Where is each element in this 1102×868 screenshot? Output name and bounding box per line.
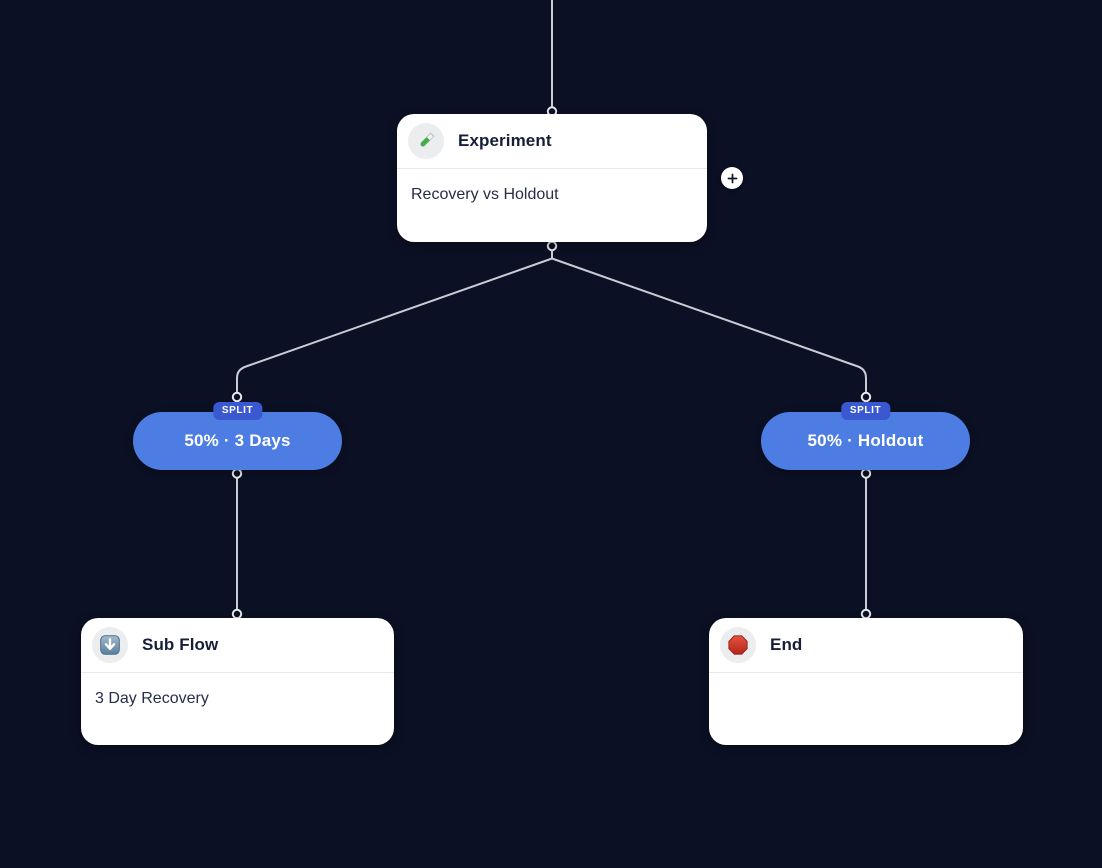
node-experiment[interactable]: Experiment Recovery vs Holdout (397, 114, 707, 242)
split-left-label: 50% · 3 Days (184, 431, 291, 450)
dot-experiment-out (546, 240, 558, 252)
node-subflow-header: Sub Flow (81, 618, 394, 673)
node-subflow[interactable]: Sub Flow 3 Day Recovery (81, 618, 394, 745)
split-branch-right[interactable]: SPLIT 50% · Holdout (761, 402, 970, 470)
plus-icon (727, 173, 737, 183)
node-end-subtitle (709, 673, 1023, 744)
dot-left-split-out (231, 468, 243, 479)
node-end-header: End (709, 618, 1023, 673)
add-step-button[interactable] (721, 167, 743, 189)
node-end-title: End (770, 635, 803, 654)
connector-lines (236, 0, 867, 610)
node-experiment-title: Experiment (458, 131, 552, 150)
dot-end-in (860, 608, 872, 620)
node-experiment-subtitle: Recovery vs Holdout (411, 186, 559, 203)
test-tube-icon (408, 123, 444, 159)
split-badge: SPLIT (212, 402, 263, 420)
dot-left-split-in (231, 391, 243, 403)
split-badge: SPLIT (840, 402, 891, 420)
node-subflow-subtitle: 3 Day Recovery (95, 690, 209, 707)
dot-right-split-out (860, 468, 872, 479)
edge-experiment-to-right-split (551, 250, 867, 393)
edge-experiment-to-left-split (236, 250, 553, 393)
node-experiment-header: Experiment (397, 114, 707, 169)
node-end[interactable]: End (709, 618, 1023, 745)
dot-subflow-in (231, 608, 243, 620)
split-branch-left[interactable]: SPLIT 50% · 3 Days (133, 402, 342, 470)
node-subflow-title: Sub Flow (142, 635, 219, 654)
stop-sign-icon (720, 627, 756, 663)
down-arrow-icon (92, 627, 128, 663)
dot-right-split-in (860, 391, 872, 403)
split-right-label: 50% · Holdout (807, 431, 924, 450)
